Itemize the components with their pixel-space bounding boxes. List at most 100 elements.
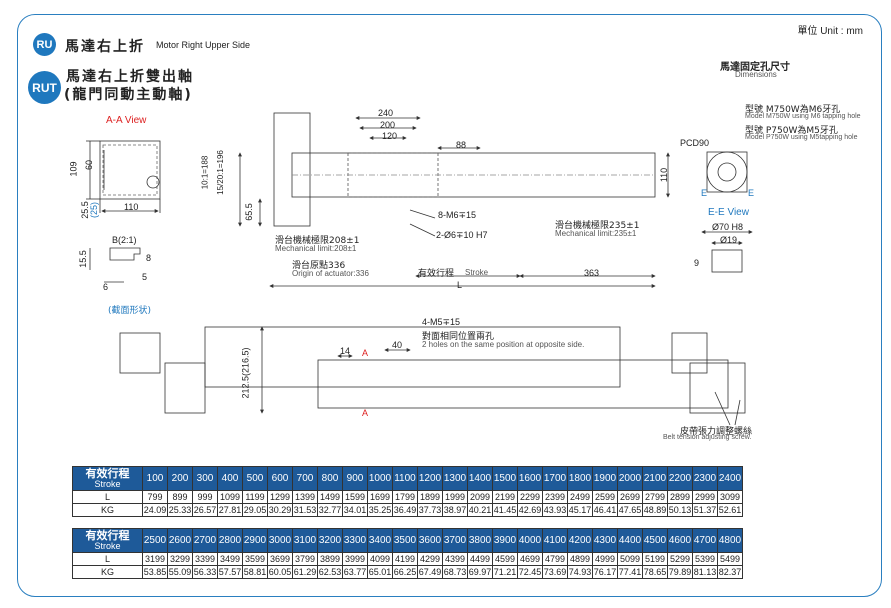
weight-value: 63.77 — [342, 565, 368, 579]
length-value: 2999 — [692, 490, 718, 504]
b-dim-15-5: 15.5 — [77, 250, 88, 268]
weight-value: 46.41 — [592, 503, 618, 517]
callout-8-m6: 8-M6∓15 — [438, 210, 477, 220]
dim-L: L — [457, 280, 463, 290]
motor-flange-circle — [706, 151, 748, 193]
weight-value: 67.49 — [417, 565, 443, 579]
stroke-value: 200 — [167, 466, 193, 491]
weight-value: 65.01 — [367, 565, 393, 579]
stroke-value: 2700 — [192, 528, 218, 553]
dimensions-title-en: Dimensions — [735, 70, 777, 79]
weight-value: 71.21 — [492, 565, 518, 579]
weight-value: 32.77 — [317, 503, 343, 517]
stroke-value: 3500 — [392, 528, 418, 553]
length-value: 4399 — [442, 552, 468, 566]
stroke-value: 2200 — [667, 466, 693, 491]
ee-dim-70: Ø70 H8 — [712, 222, 744, 232]
stroke-value: 3800 — [467, 528, 493, 553]
stroke-value: 2300 — [692, 466, 718, 491]
b-scale-label: B(2:1) — [112, 235, 137, 245]
length-value: 5299 — [667, 552, 693, 566]
stroke-header-en: Stroke — [94, 478, 121, 489]
weight-value: 68.73 — [442, 565, 468, 579]
weight-value: 51.37 — [692, 503, 718, 517]
weight-value: 52.61 — [717, 503, 743, 517]
length-value: 3699 — [267, 552, 293, 566]
belt-tension-en: Belt tension adjusting screw. — [663, 434, 752, 441]
stroke-value: 800 — [317, 466, 343, 491]
aa-section-body — [99, 140, 161, 200]
weight-value: 69.97 — [467, 565, 493, 579]
b-dim-6: 6 — [103, 282, 109, 292]
stroke-value: 400 — [217, 466, 243, 491]
page-frame — [17, 14, 882, 597]
length-value: 3399 — [192, 552, 218, 566]
limit-right-zh: 滑台機械極限235±1 — [555, 221, 640, 231]
callout-2-phi6: 2-Ø6∓10 H7 — [436, 230, 488, 240]
length-value: 4799 — [542, 552, 568, 566]
side-motor-left — [119, 332, 161, 374]
p750-en: Model P750W using M5tapping hole — [745, 134, 858, 141]
stroke-value: 3400 — [367, 528, 393, 553]
weight-value: 66.25 — [392, 565, 418, 579]
stroke-value: 1100 — [392, 466, 418, 491]
length-value: 2899 — [667, 490, 693, 504]
length-value: 1499 — [317, 490, 343, 504]
weight-value: 47.65 — [617, 503, 643, 517]
length-value: 1199 — [242, 490, 268, 504]
stroke-value: 2000 — [617, 466, 643, 491]
stroke-value: 4000 — [517, 528, 543, 553]
stroke-header-zh: 有效行程 — [85, 528, 130, 542]
row-label-L: L — [72, 490, 143, 504]
length-value: 3499 — [217, 552, 243, 566]
weight-value: 27.81 — [217, 503, 243, 517]
length-value: 1699 — [367, 490, 393, 504]
weight-value: 30.29 — [267, 503, 293, 517]
weight-value: 79.89 — [667, 565, 693, 579]
stroke-value: 2800 — [217, 528, 243, 553]
side-callout-zh: 對面相同位置兩孔 — [422, 332, 495, 342]
aa-dim-110: 110 — [124, 202, 139, 212]
stroke-value: 600 — [267, 466, 293, 491]
length-value: 1799 — [392, 490, 418, 504]
weight-value: 43.93 — [542, 503, 568, 517]
stroke-value: 3900 — [492, 528, 518, 553]
limit-left-zh: 滑台機械極限208±1 — [275, 236, 360, 246]
length-value: 5099 — [617, 552, 643, 566]
ee-section — [711, 249, 743, 273]
length-value: 1599 — [342, 490, 368, 504]
weight-value: 41.45 — [492, 503, 518, 517]
weight-value: 29.05 — [242, 503, 268, 517]
dim-240: 240 — [378, 108, 394, 118]
stroke-zh: 有效行程 — [418, 269, 455, 279]
weight-value: 24.09 — [142, 503, 168, 517]
length-value: 2199 — [492, 490, 518, 504]
weight-value: 56.33 — [192, 565, 218, 579]
stroke-value: 300 — [192, 466, 218, 491]
length-value: 4099 — [367, 552, 393, 566]
b-dim-8: 8 — [146, 253, 152, 263]
section-shape-note: (截面形状) — [108, 306, 152, 316]
ee-view-label: E-E View — [708, 207, 749, 218]
stroke-value: 1000 — [367, 466, 393, 491]
weight-value: 35.25 — [367, 503, 393, 517]
side-callout-4-m5: 4-M5∓15 — [422, 317, 461, 327]
length-value: 3599 — [242, 552, 268, 566]
length-value: 4499 — [467, 552, 493, 566]
stroke-value: 2900 — [242, 528, 268, 553]
length-value: 5499 — [717, 552, 743, 566]
length-value: 1999 — [442, 490, 468, 504]
length-value: 5399 — [692, 552, 718, 566]
length-value: 2499 — [567, 490, 593, 504]
length-value: 4699 — [517, 552, 543, 566]
length-value: 4999 — [592, 552, 618, 566]
pcd-label: PCD90 — [680, 138, 710, 148]
row-label-KG: KG — [72, 565, 143, 579]
rut-title-line1: 馬達右上折雙出軸 — [66, 69, 194, 85]
a-mark-bottom: A — [362, 408, 369, 418]
length-value: 3799 — [292, 552, 318, 566]
dim-363: 363 — [584, 268, 600, 278]
